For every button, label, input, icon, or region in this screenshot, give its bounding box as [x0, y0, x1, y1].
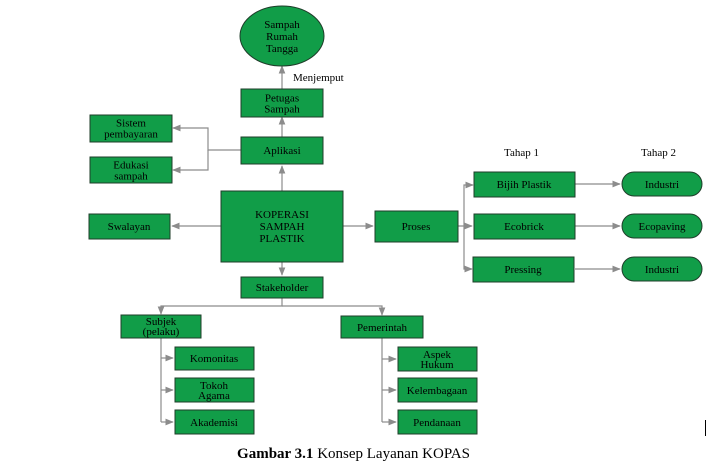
edge-stakeholder-subjek — [157, 298, 283, 315]
node-label: Ecopaving — [638, 221, 686, 233]
node-label-line: PLASTIK — [259, 233, 304, 245]
node-label: Industri — [645, 179, 679, 191]
node-label-line: Sistem — [116, 118, 146, 130]
node-label: Pendanaan — [413, 417, 461, 429]
node-label: Kelembagaan — [407, 385, 468, 397]
node-label: Pressing — [504, 264, 542, 276]
edge-aplikasi-edukasi — [172, 150, 209, 174]
node-aplikasi: Aplikasi — [240, 136, 324, 165]
node-label: Swalayan — [108, 221, 151, 233]
node-label: Stakeholder — [256, 282, 309, 294]
node-label-line: Ecopaving — [638, 221, 686, 233]
node-label-line: Industri — [645, 264, 679, 276]
node-label-line: Stakeholder — [256, 282, 309, 294]
node-industri-2: Industri — [621, 256, 703, 282]
text-cursor — [705, 420, 706, 436]
node-label-line: Bijih Plastik — [497, 179, 552, 191]
node-label-line: Subjek — [146, 316, 177, 328]
node-label-line: Sampah — [264, 19, 300, 31]
node-label: Akademisi — [190, 417, 238, 429]
node-label-line: Rumah — [266, 31, 298, 43]
node-label-line: (pelaku) — [143, 326, 180, 338]
label-menjemput: Menjemput — [293, 72, 344, 84]
node-swalayan: Swalayan — [88, 213, 171, 240]
node-label-line: Industri — [645, 179, 679, 191]
label-tahap-2: Tahap 2 — [641, 147, 676, 159]
figure-caption: Gambar 3.1 Konsep Layanan KOPAS — [0, 446, 707, 463]
caption-text: Konsep Layanan KOPAS — [313, 446, 470, 462]
node-label: Ecobrick — [504, 221, 544, 233]
node-label-line: Ecobrick — [504, 221, 544, 233]
edge-proses-pressing — [463, 226, 473, 273]
node-label-line: Swalayan — [108, 221, 151, 233]
node-ecobrick: Ecobrick — [473, 213, 576, 240]
node-ecopaving: Ecopaving — [621, 213, 703, 239]
node-kelembagaan: Kelembagaan — [397, 377, 478, 403]
node-pemerintah: Pemerintah — [340, 315, 424, 339]
label-tahap-1: Tahap 1 — [504, 147, 539, 159]
node-industri-1: Industri — [621, 171, 703, 197]
node-label: Subjek(pelaku) — [143, 316, 180, 338]
edge-stakeholder-pemerintah — [282, 305, 386, 316]
node-label-line: pembayaran — [104, 129, 158, 141]
node-akademisi: Akademisi — [174, 409, 255, 435]
node-label-line: Petugas — [265, 93, 299, 105]
edge-aplikasi-sistem — [172, 124, 241, 151]
node-pendanaan: Pendanaan — [397, 409, 478, 435]
node-stakeholder: Stakeholder — [240, 276, 324, 299]
node-label-line: Pressing — [504, 264, 542, 276]
node-label: Proses — [402, 221, 431, 233]
node-label-line: Kelembagaan — [407, 385, 468, 397]
node-label: Bijih Plastik — [497, 179, 552, 191]
node-label-line: SAMPAH — [260, 221, 305, 233]
node-label-line: Akademisi — [190, 417, 238, 429]
node-bijih-plastik: Bijih Plastik — [473, 171, 576, 198]
node-label: Aplikasi — [263, 145, 300, 157]
node-proses: Proses — [374, 210, 459, 243]
node-label-line: Pemerintah — [357, 322, 408, 334]
node-label: Industri — [645, 264, 679, 276]
node-label-line: KOPERASI — [255, 209, 309, 221]
node-label-line: Aspek — [423, 349, 452, 361]
node-komonitas: Komonitas — [174, 346, 255, 371]
edge-proses-bijih — [458, 181, 474, 227]
caption-number: Gambar 3.1 — [237, 446, 314, 462]
node-label-line: Hukum — [421, 359, 454, 371]
connectors — [157, 65, 621, 426]
node-label-line: Pendanaan — [413, 417, 461, 429]
node-subjek: Subjek(pelaku) — [120, 314, 202, 339]
node-label: Komonitas — [190, 353, 238, 365]
node-label-line: Tokoh — [200, 380, 228, 392]
node-label-line: sampah — [114, 171, 148, 183]
node-label: Pemerintah — [357, 322, 408, 334]
node-label-line: Edukasi — [113, 160, 148, 172]
node-label-line: Tangga — [266, 43, 298, 55]
node-label-line: Proses — [402, 221, 431, 233]
node-label-line: Komonitas — [190, 353, 238, 365]
node-label-line: Sampah — [264, 104, 300, 116]
node-label-line: Aplikasi — [263, 145, 300, 157]
node-label-line: Agama — [198, 390, 230, 402]
node-pressing: Pressing — [472, 256, 575, 283]
